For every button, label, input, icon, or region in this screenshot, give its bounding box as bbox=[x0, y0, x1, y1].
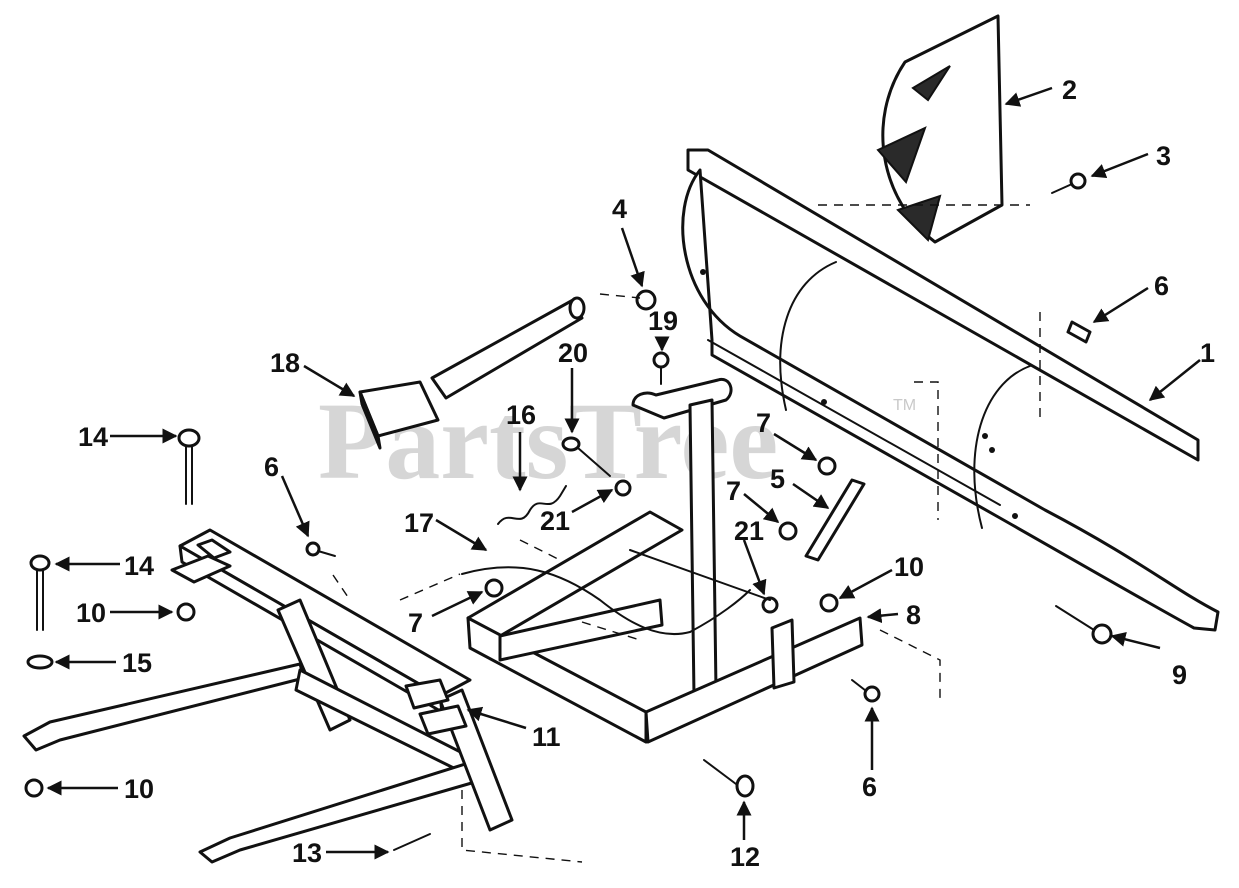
part-lift-handle[interactable] bbox=[358, 296, 586, 450]
part-eyebolt-20[interactable] bbox=[561, 436, 611, 477]
part-bolt-3[interactable] bbox=[1051, 172, 1087, 194]
part-spring-19[interactable] bbox=[497, 485, 567, 525]
part-bolt-14b[interactable] bbox=[29, 554, 51, 631]
part-nut-7b[interactable] bbox=[778, 521, 798, 541]
part-bolt-17[interactable] bbox=[652, 351, 670, 385]
part-pin-12[interactable] bbox=[703, 759, 755, 798]
callout-7b[interactable]: 7 bbox=[726, 476, 741, 506]
callout-10a[interactable]: 10 bbox=[894, 552, 924, 582]
callout-21b[interactable]: 21 bbox=[734, 516, 764, 546]
callout-18[interactable]: 17 bbox=[404, 508, 434, 538]
watermark-trademark: TM bbox=[893, 397, 916, 414]
callout-leaders bbox=[46, 86, 1201, 860]
callout-16[interactable]: 18 bbox=[270, 348, 300, 378]
callout-6b[interactable]: 6 bbox=[264, 452, 279, 482]
part-link-strap-5[interactable] bbox=[804, 478, 866, 562]
callout-10c[interactable]: 10 bbox=[124, 774, 154, 804]
callout-5[interactable]: 5 bbox=[770, 464, 785, 494]
part-bolt-14a[interactable] bbox=[177, 428, 201, 505]
callout-11[interactable]: 11 bbox=[532, 722, 561, 752]
part-nut-7c[interactable] bbox=[484, 578, 504, 598]
part-nut-10c[interactable] bbox=[24, 778, 44, 798]
callout-labels: 2 3 4 6 1 19 20 18 16 7 5 7 21 21 10 8 9… bbox=[76, 75, 1215, 872]
callout-13[interactable]: 13 bbox=[292, 838, 322, 868]
callout-6c[interactable]: 6 bbox=[862, 772, 877, 802]
callout-21a[interactable]: 21 bbox=[540, 506, 570, 536]
callout-3[interactable]: 3 bbox=[1156, 141, 1171, 171]
part-chain-18[interactable] bbox=[461, 566, 751, 636]
part-bolt-6b[interactable] bbox=[305, 541, 336, 557]
part-nut-7a[interactable] bbox=[817, 456, 837, 476]
callout-7a[interactable]: 7 bbox=[756, 408, 771, 438]
callout-17[interactable]: 19 bbox=[648, 306, 678, 336]
part-nut-21b[interactable] bbox=[761, 596, 779, 614]
callout-9[interactable]: 9 bbox=[1172, 660, 1187, 690]
callout-20[interactable]: 20 bbox=[558, 338, 588, 368]
callout-15[interactable]: 15 bbox=[122, 648, 152, 678]
callout-6a[interactable]: 6 bbox=[1154, 271, 1169, 301]
part-washer-15[interactable] bbox=[26, 654, 54, 670]
part-skid-shoe[interactable] bbox=[876, 14, 1004, 244]
part-blade[interactable] bbox=[681, 148, 1220, 632]
part-bolt-6c[interactable] bbox=[851, 679, 881, 703]
alignment-lines bbox=[332, 204, 1041, 863]
callout-12[interactable]: 12 bbox=[730, 842, 760, 872]
callout-10b[interactable]: 10 bbox=[76, 598, 106, 628]
callout-8[interactable]: 8 bbox=[906, 600, 921, 630]
callout-14b[interactable]: 14 bbox=[124, 551, 154, 581]
callout-1[interactable]: 1 bbox=[1200, 338, 1215, 368]
callout-4[interactable]: 4 bbox=[612, 194, 627, 224]
part-nut-10a[interactable] bbox=[819, 593, 839, 613]
part-cotter-pin-13[interactable] bbox=[393, 833, 431, 851]
callout-14a[interactable]: 14 bbox=[78, 422, 108, 452]
part-nut-10b[interactable] bbox=[176, 602, 196, 622]
part-nut-4[interactable] bbox=[635, 289, 657, 311]
part-left-frame[interactable] bbox=[22, 528, 514, 864]
callout-2[interactable]: 2 bbox=[1062, 75, 1077, 105]
part-bolt-6a[interactable] bbox=[1066, 320, 1092, 344]
callout-7c[interactable]: 7 bbox=[408, 608, 423, 638]
part-nut-21a[interactable] bbox=[614, 479, 632, 497]
part-bolt-9[interactable] bbox=[1055, 605, 1113, 645]
callout-19[interactable]: 16 bbox=[506, 400, 536, 430]
